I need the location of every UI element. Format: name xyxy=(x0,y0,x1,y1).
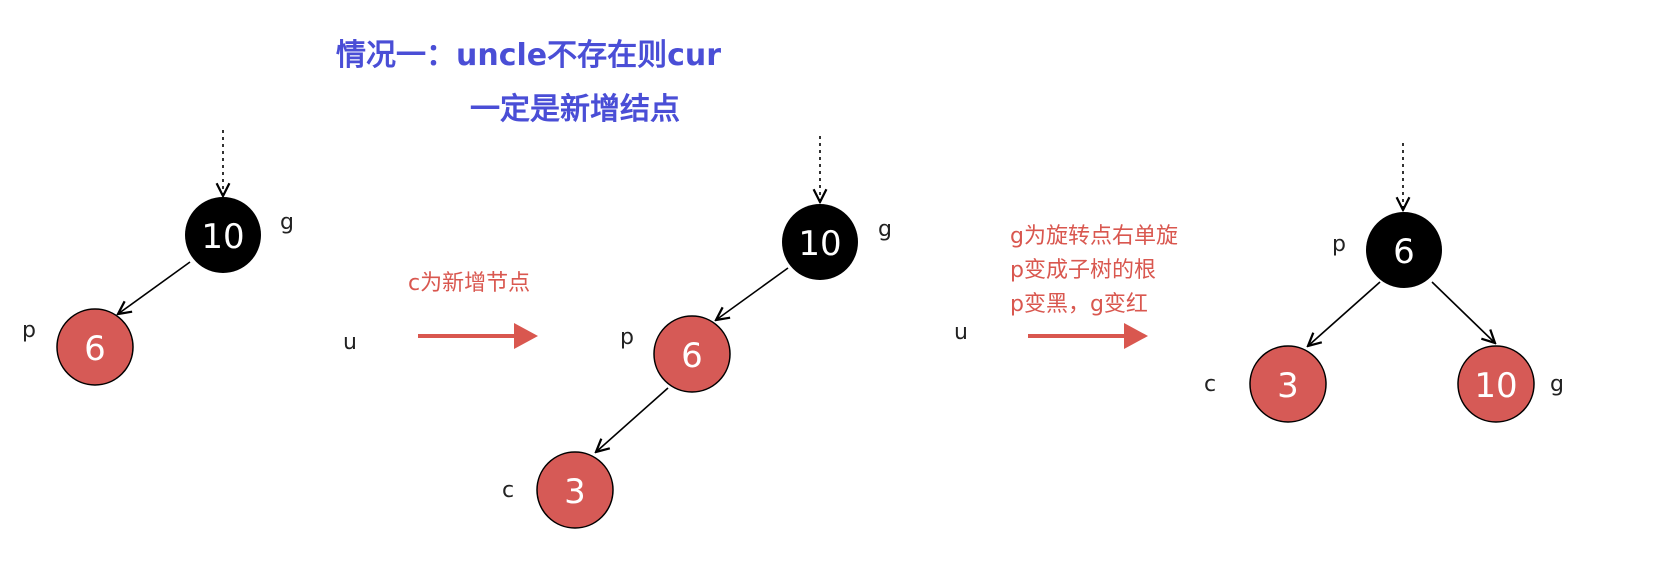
step1-tree: 10 6 xyxy=(56,130,261,386)
step2-label-p: p xyxy=(620,325,634,350)
step2-edge-g-p xyxy=(716,267,789,320)
step3-label-p: p xyxy=(1332,232,1346,257)
step3-label-c: c xyxy=(1204,372,1217,397)
step3-node-g xyxy=(1457,345,1535,423)
transition1-arrow xyxy=(418,323,538,349)
step2-node-g xyxy=(782,204,858,280)
step3-edge-p-g xyxy=(1431,281,1495,343)
transition2-note-line-3: p变黑，g变红 xyxy=(1010,292,1148,317)
step1-node-p-value: 6 xyxy=(84,329,106,369)
step1-node-g xyxy=(185,197,261,273)
transition1-note: c为新增节点 xyxy=(408,271,531,296)
step1-node-g-value: 10 xyxy=(201,217,244,257)
step3-node-g-value: 10 xyxy=(1474,366,1517,406)
step1-edge-g-p xyxy=(118,261,191,314)
step1-label-u: u xyxy=(343,330,357,355)
step2-label-u: u xyxy=(954,320,968,345)
step3-node-c-value: 3 xyxy=(1277,366,1299,406)
step2-node-p xyxy=(653,315,731,393)
step3-node-c xyxy=(1249,345,1327,423)
step1-label-g: g xyxy=(280,210,294,235)
step2-node-c-value: 3 xyxy=(564,472,586,512)
step2-node-c xyxy=(536,451,614,529)
step2-label-g: g xyxy=(878,217,892,242)
step2-label-c: c xyxy=(502,478,515,503)
step2-tree: 10 6 3 xyxy=(536,136,858,529)
transition2-note-line-2: p变成子树的根 xyxy=(1010,258,1156,283)
step1-label-p: p xyxy=(22,318,36,343)
transition2-note-line-1: g为旋转点右单旋 xyxy=(1010,224,1178,249)
title-line-1: 情况一：uncle不存在则cur xyxy=(336,38,722,73)
step3-node-p-value: 6 xyxy=(1393,232,1415,272)
step1-node-p xyxy=(56,308,134,386)
transition2-arrow xyxy=(1028,323,1148,349)
step3-tree: 6 3 10 xyxy=(1249,143,1535,423)
step2-node-g-value: 10 xyxy=(798,224,841,264)
step3-edge-p-c xyxy=(1308,281,1381,346)
step2-node-p-value: 6 xyxy=(681,336,703,376)
title-line-2: 一定是新增结点 xyxy=(470,92,680,127)
step3-label-g: g xyxy=(1550,372,1564,397)
step3-node-p xyxy=(1366,212,1442,288)
step2-edge-p-c xyxy=(596,387,669,452)
